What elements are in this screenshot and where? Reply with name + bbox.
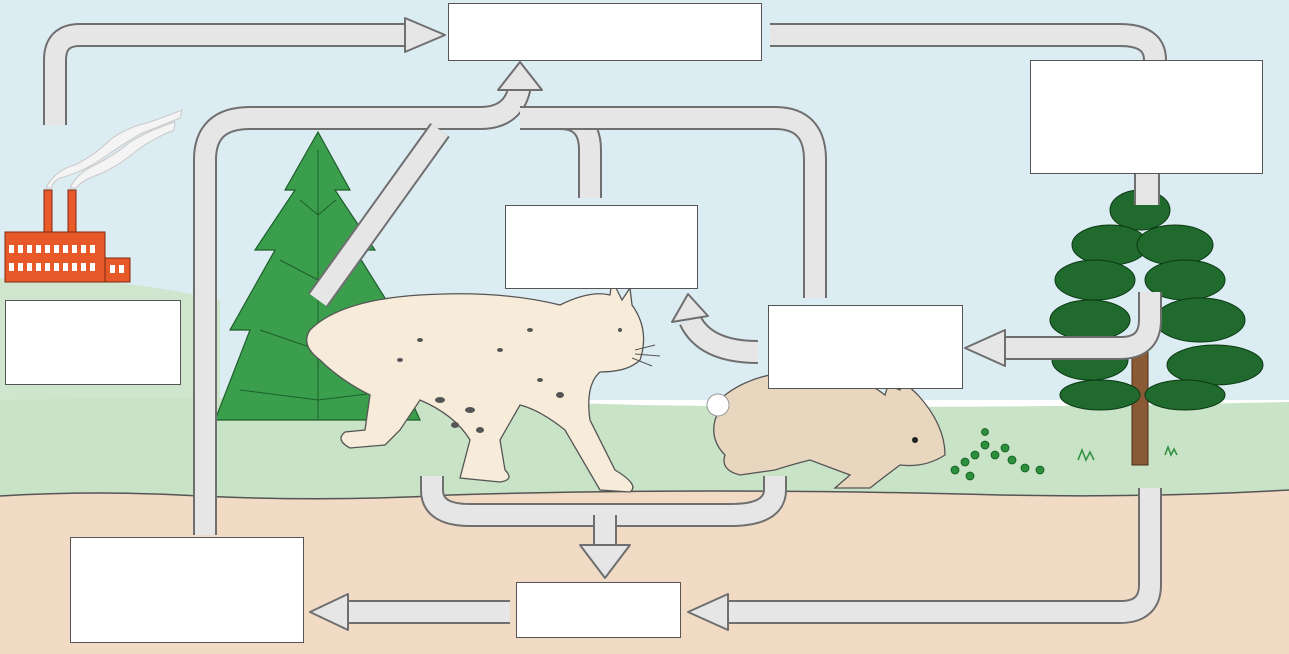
box-right-top: [1030, 60, 1263, 174]
box-right-middle: [768, 305, 963, 389]
box-left: [5, 300, 181, 385]
box-bottom-center: [516, 582, 681, 638]
box-bottom-left: [70, 537, 304, 643]
box-top: [448, 3, 762, 61]
box-center: [505, 205, 698, 289]
